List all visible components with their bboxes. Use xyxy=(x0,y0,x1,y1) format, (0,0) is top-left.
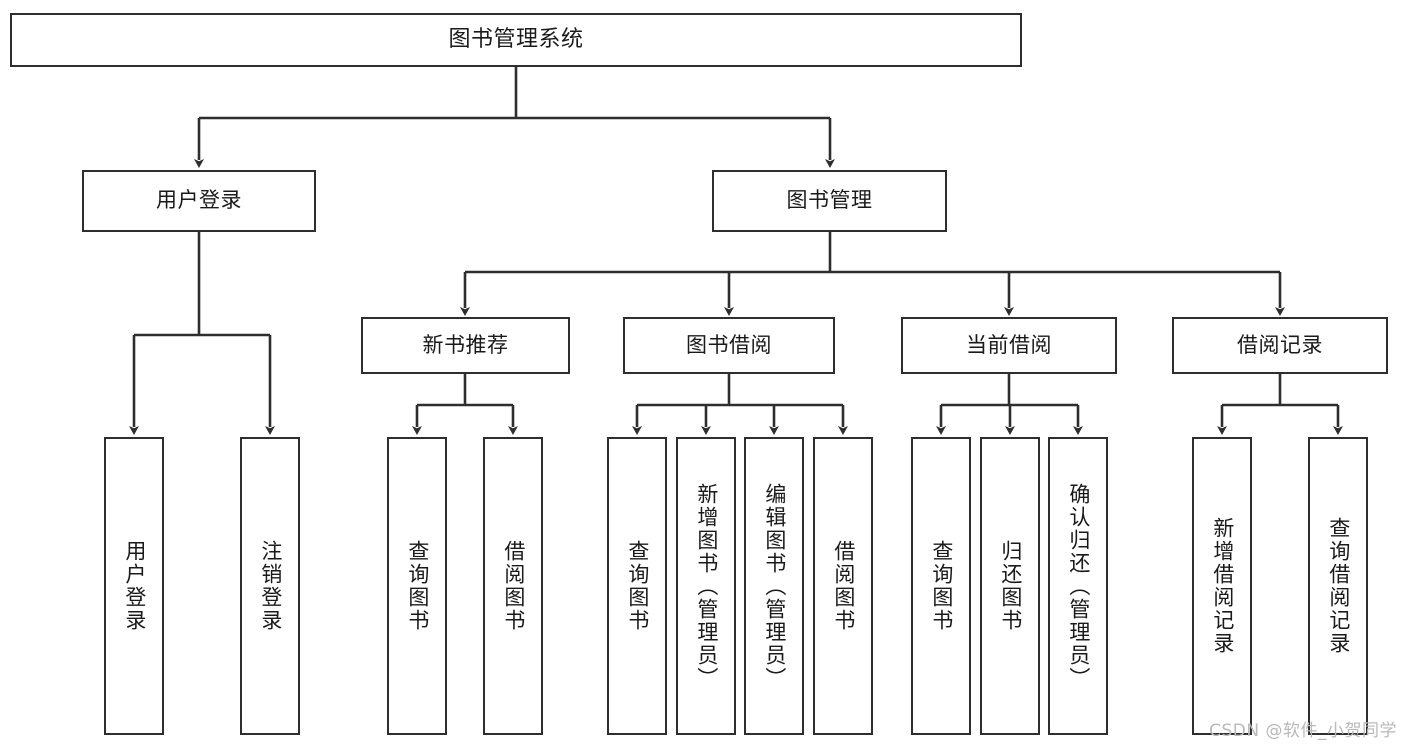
node-user-login-label: 用户登录 xyxy=(156,188,242,213)
node-leaf-confirm-return[interactable]: 确认归还（管理员） xyxy=(1048,437,1108,735)
node-leaf-edit-book-label: 编辑图书（管理员） xyxy=(762,482,787,690)
node-leaf-query-book-3-label: 查询图书 xyxy=(929,540,954,632)
node-leaf-logout-login-label: 注销登录 xyxy=(258,540,283,632)
node-leaf-borrow-book-1-label: 借阅图书 xyxy=(501,540,526,632)
node-book-borrow-label: 图书借阅 xyxy=(686,332,772,357)
node-leaf-add-record-label: 新增借阅记录 xyxy=(1210,517,1235,655)
node-leaf-query-record-label: 查询借阅记录 xyxy=(1326,517,1351,655)
node-leaf-user-login[interactable]: 用户登录 xyxy=(104,437,164,735)
node-root-label: 图书管理系统 xyxy=(448,26,584,52)
node-leaf-return-book-label: 归还图书 xyxy=(998,540,1023,632)
node-leaf-edit-book[interactable]: 编辑图书（管理员） xyxy=(744,437,804,735)
node-leaf-query-book-1[interactable]: 查询图书 xyxy=(387,437,447,735)
node-new-book-recommend[interactable]: 新书推荐 xyxy=(361,317,570,374)
node-leaf-add-book[interactable]: 新增图书（管理员） xyxy=(676,437,736,735)
node-leaf-query-book-1-label: 查询图书 xyxy=(405,540,430,632)
node-leaf-borrow-book-1[interactable]: 借阅图书 xyxy=(483,437,543,735)
node-leaf-query-book-2-label: 查询图书 xyxy=(625,540,650,632)
node-leaf-add-record[interactable]: 新增借阅记录 xyxy=(1192,437,1252,735)
node-leaf-add-book-label: 新增图书（管理员） xyxy=(694,482,719,690)
node-leaf-query-book-2[interactable]: 查询图书 xyxy=(607,437,667,735)
node-current-borrow-label: 当前借阅 xyxy=(966,332,1052,357)
node-leaf-borrow-book-2-label: 借阅图书 xyxy=(831,540,856,632)
node-book-borrow[interactable]: 图书借阅 xyxy=(623,317,835,374)
node-root[interactable]: 图书管理系统 xyxy=(10,13,1022,67)
node-leaf-confirm-return-label: 确认归还（管理员） xyxy=(1066,482,1091,690)
node-leaf-logout-login[interactable]: 注销登录 xyxy=(240,437,300,735)
node-book-manage[interactable]: 图书管理 xyxy=(712,170,947,232)
node-user-login[interactable]: 用户登录 xyxy=(82,170,316,232)
node-leaf-user-login-label: 用户登录 xyxy=(122,540,147,632)
node-leaf-borrow-book-2[interactable]: 借阅图书 xyxy=(813,437,873,735)
node-borrow-record-label: 借阅记录 xyxy=(1237,332,1323,357)
node-borrow-record[interactable]: 借阅记录 xyxy=(1172,317,1388,374)
node-leaf-query-book-3[interactable]: 查询图书 xyxy=(911,437,971,735)
node-book-manage-label: 图书管理 xyxy=(786,188,873,213)
node-new-book-recommend-label: 新书推荐 xyxy=(422,332,509,357)
node-leaf-query-record[interactable]: 查询借阅记录 xyxy=(1308,437,1368,735)
node-current-borrow[interactable]: 当前借阅 xyxy=(901,317,1117,374)
node-leaf-return-book[interactable]: 归还图书 xyxy=(980,437,1040,735)
